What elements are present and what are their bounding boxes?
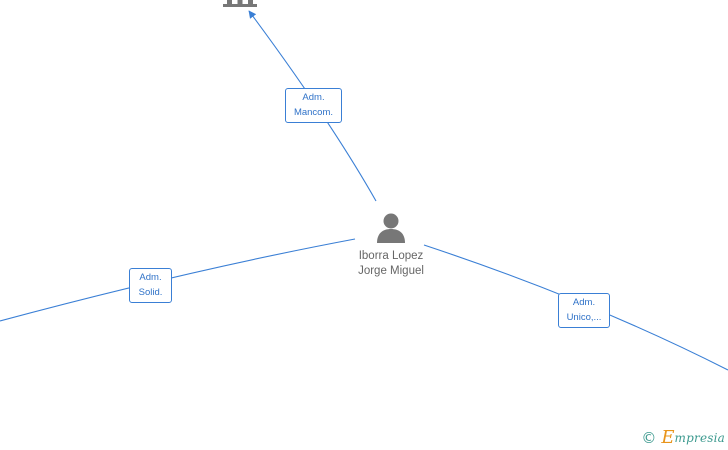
logo-initial: E [661, 427, 675, 448]
person-name: Iborra Lopez Jorge Miguel [348, 249, 434, 279]
edge-label-adm-solid[interactable]: Adm. Solid. [129, 268, 172, 303]
person-name-line2: Jorge Miguel [358, 265, 424, 277]
edge-line-to-left [0, 238, 356, 322]
edge-label-line2: Unico,... [566, 312, 602, 323]
edge-label-line1: Adm. [139, 272, 162, 283]
edge-label-line1: Adm. [572, 297, 596, 308]
person-name-line1: Iborra Lopez [358, 250, 424, 262]
edge-label-line1: Adm. [302, 92, 325, 103]
building-icon[interactable] [221, 0, 259, 8]
brand-logo: © E mpresia [641, 427, 725, 448]
edge-label-adm-mancom[interactable]: Adm. Mancom. [285, 88, 342, 123]
person-icon [377, 213, 405, 243]
logo-text: mpresia [674, 431, 725, 445]
copyright-icon: © [641, 429, 657, 447]
edge-label-adm-unico[interactable]: Adm. Unico,... [558, 293, 610, 328]
person-node[interactable]: Iborra Lopez Jorge Miguel [348, 212, 434, 279]
edge-label-line2: Mancom. [293, 107, 334, 118]
edge-label-line2: Solid. [138, 287, 163, 298]
